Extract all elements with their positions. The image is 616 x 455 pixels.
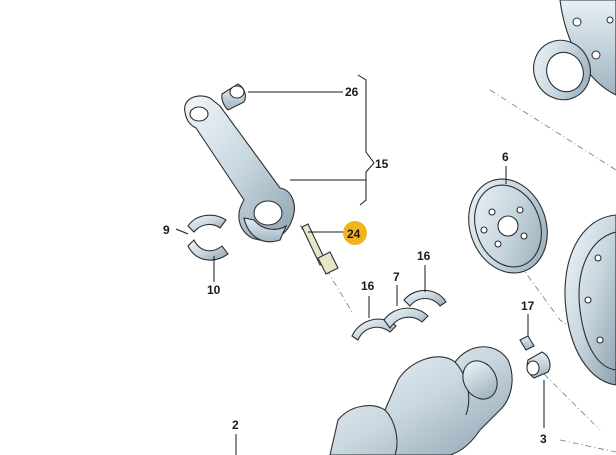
callout-26: 26 (345, 85, 359, 99)
bearing-shells-left (187, 214, 229, 261)
connecting-rod (184, 95, 295, 243)
callout-16-left: 16 (361, 279, 375, 293)
callout-9: 9 (163, 223, 170, 237)
drive-plate (468, 178, 548, 274)
pilot-bush (526, 351, 551, 379)
leader-lines (175, 74, 545, 455)
highlight-badge (343, 221, 367, 245)
callout-7: 7 (393, 270, 400, 284)
flywheel-right (564, 214, 616, 386)
crankshaft (329, 346, 513, 455)
callout-17: 17 (521, 299, 535, 313)
callout-6: 6 (502, 150, 509, 164)
dowel-pin (519, 335, 535, 351)
callout-3: 3 (540, 432, 547, 446)
callout-2: 2 (232, 418, 239, 432)
small-end-bush (221, 83, 246, 111)
callout-15: 15 (375, 157, 389, 171)
rod-bolt (301, 223, 339, 275)
callout-labels: 26 15 24 9 10 6 16 7 16 17 3 2 (163, 85, 547, 446)
callout-16-right: 16 (417, 249, 431, 263)
main-bearing-shells (351, 289, 447, 341)
callout-24: 24 (347, 227, 361, 241)
callout-10: 10 (207, 283, 221, 297)
seal-ring (533, 39, 591, 101)
